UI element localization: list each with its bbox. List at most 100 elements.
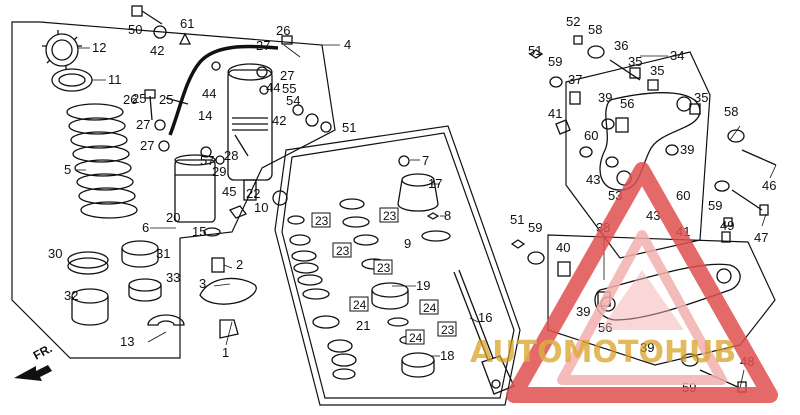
part-29 [215,155,225,165]
boxed-callout-23a: 23 [315,214,329,228]
bearing-39b [665,144,679,156]
bump-stopper-30 [67,251,109,269]
callout-49: 49 [720,218,734,233]
callout-47: 47 [754,230,768,245]
callout-13: 13 [120,334,134,349]
callout-42b: 42 [272,113,286,128]
watermark-triangle-icon [506,162,778,403]
callout-60b: 60 [676,188,690,203]
callout-39b: 39 [680,142,694,157]
watermark-logo: AUTOMOTOHUB [470,162,778,403]
bushing-35c [689,103,701,115]
boxed-callout-23b: 23 [383,209,397,223]
callout-27: 27 [136,117,150,132]
watermark-text: AUTOMOTOHUB [470,335,736,370]
part-15 [203,227,221,237]
boot-31 [121,240,159,256]
callout-58: 58 [588,22,602,37]
front-label: FR. [31,341,55,362]
collar-37 [569,91,581,105]
callout-57: 57 [200,153,214,168]
callout-20: 20 [166,210,180,225]
bolt-36 [609,59,641,81]
callout-22: 22 [246,186,260,201]
boxed-callout-24a: 24 [353,298,367,312]
part-8 [426,212,440,220]
band-3 [199,277,257,305]
callout-52: 52 [566,14,580,29]
callout-54: 54 [286,93,300,108]
bolt-28 [234,134,249,157]
callout-35b: 35 [650,63,664,78]
callout-3: 3 [199,276,206,291]
callout-17: 17 [428,176,442,191]
boxed-callout-24c: 24 [409,331,423,345]
front-arrow-icon [14,365,52,381]
callout-45: 45 [222,184,236,199]
bushing-42 [305,113,319,127]
seal-stack-center [339,198,435,378]
shock-assembly-outline [11,21,336,359]
callout-27d: 27 [280,68,294,83]
callout-42: 42 [150,43,164,58]
callout-26b: 26 [276,23,290,38]
callout-55: 55 [282,81,296,96]
washer-9 [421,230,451,242]
callout-18: 18 [440,348,454,363]
washer-58 [587,45,605,59]
callout-28: 28 [224,148,238,163]
callout-51b: 51 [528,43,542,58]
lock-nut-12 [42,30,82,70]
nut-1 [219,319,239,339]
callout-46: 46 [762,178,776,193]
bushing-35 [629,67,641,79]
callout-44: 44 [202,86,216,101]
bolt-46 [741,149,777,166]
callout-8: 8 [444,208,451,223]
callout-27c: 27 [256,38,270,53]
parts-art [42,5,777,395]
callout-59b: 59 [528,220,542,235]
callout-1: 1 [222,345,229,360]
nut-49b [723,217,733,227]
leader-lines [75,44,777,389]
reservoir-20 [174,154,216,223]
callout-59c: 59 [708,198,722,213]
bolt-47 [731,189,763,211]
seal-stack-left [287,215,357,380]
washer-6 [320,121,332,133]
bearing-39 [601,118,615,130]
callout-21: 21 [356,318,370,333]
callout-41: 41 [548,106,562,121]
bushing-56 [615,117,629,133]
washer-59b [714,180,730,192]
washer-58b [727,129,745,143]
washer-59c [681,353,699,367]
damper-14 [227,63,273,201]
bolt-26 [281,35,293,45]
callout-11: 11 [108,72,122,87]
callout-5: 5 [64,162,71,177]
callout-39c: 39 [576,304,590,319]
bolt-26-25 [144,89,189,121]
callout-61: 61 [180,16,194,31]
callout-40: 40 [556,240,570,255]
clip-44 [211,61,221,71]
callout-16: 16 [478,310,492,325]
seal-kit-outline [274,125,521,406]
bushing-35b [647,79,659,91]
collar-40 [557,261,571,277]
callout-34: 34 [670,48,684,63]
boxed-callout-23c: 23 [336,244,350,258]
bearing-53 [605,156,619,168]
callout-26: 26 [123,92,137,107]
callout-59: 59 [548,54,562,69]
callout-27b: 27 [140,138,154,153]
callout-35c: 35 [694,90,708,105]
seal-kit-outline-inner [281,132,515,399]
callout-39: 39 [598,90,612,105]
callout-14: 14 [198,108,212,123]
seal-59d [527,251,545,265]
part-45 [228,205,248,219]
callout-35: 35 [628,54,642,69]
